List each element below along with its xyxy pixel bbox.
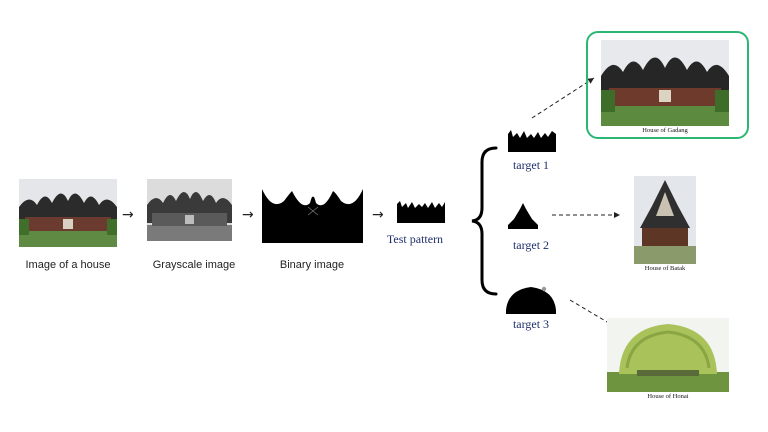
house-of-honai-photo bbox=[607, 318, 729, 392]
caption-test-pattern: Test pattern bbox=[386, 232, 444, 246]
caption-binary-image: Binary image bbox=[279, 259, 345, 271]
house-of-batak-photo bbox=[634, 176, 696, 264]
target-3-silhouette bbox=[506, 284, 556, 314]
grayscale-photo bbox=[147, 179, 232, 241]
arrow-1: → bbox=[122, 207, 134, 223]
caption-house-of-gadang: House of Gadang bbox=[642, 127, 688, 134]
dashed-arrow-1 bbox=[531, 77, 595, 119]
caption-image-of-house: Image of a house bbox=[25, 259, 111, 271]
target-2-silhouette bbox=[508, 203, 538, 229]
target-3-label: target 3 bbox=[512, 317, 550, 331]
target-1-label: target 1 bbox=[512, 158, 550, 172]
arrow-2: → bbox=[242, 207, 254, 223]
binary-image bbox=[262, 185, 363, 243]
test-pattern bbox=[397, 199, 445, 223]
arrow-3: → bbox=[372, 207, 384, 223]
match-highlight-box bbox=[586, 31, 749, 139]
caption-grayscale-image: Grayscale image bbox=[152, 259, 236, 271]
target-2-label: target 2 bbox=[512, 238, 550, 252]
caption-house-of-batak: House of Batak bbox=[644, 265, 686, 272]
target-1-silhouette bbox=[508, 128, 556, 152]
house-photo bbox=[19, 179, 117, 247]
caption-house-of-honai: House of Honai bbox=[647, 393, 689, 400]
house-of-gadang-photo bbox=[601, 40, 729, 126]
curly-brace bbox=[470, 146, 498, 296]
